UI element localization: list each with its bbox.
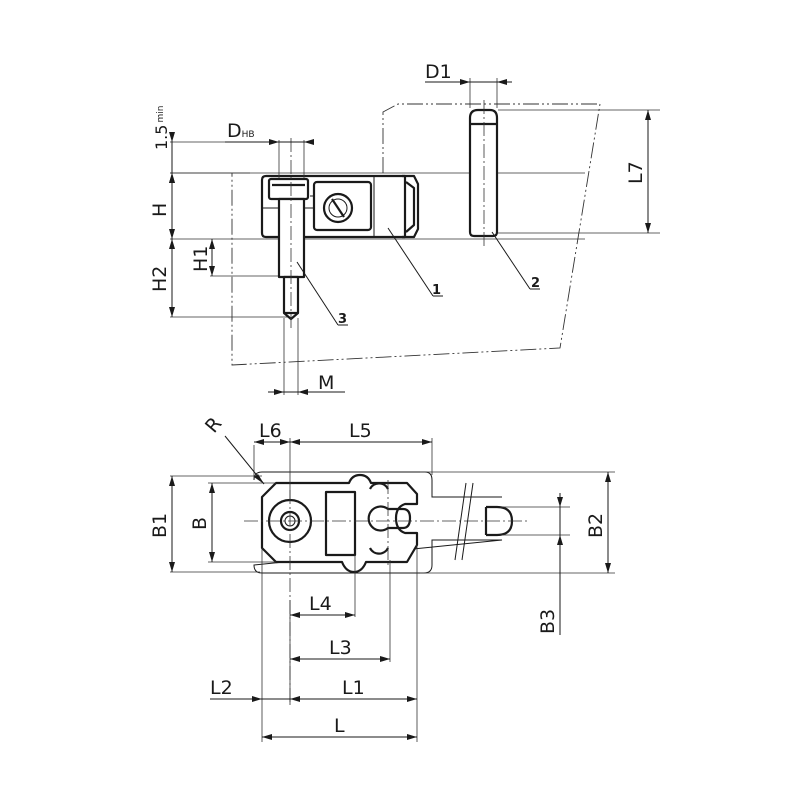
workpiece-outline <box>231 103 601 366</box>
dim-label-D: DHB <box>227 120 255 142</box>
dim-label-D-main: D <box>227 120 242 142</box>
dim-label-B3: B3 <box>537 609 559 634</box>
dim-label-B1: B1 <box>149 513 171 538</box>
dim-label-L7: L7 <box>625 161 647 184</box>
dim-label-L1: L1 <box>342 677 365 699</box>
dim-label-L3: L3 <box>329 637 352 659</box>
clamp-body-plan <box>260 473 419 574</box>
dim-label-M: M <box>318 372 334 394</box>
plan-view <box>169 435 615 742</box>
dim-label-1-5: 1.5 <box>152 125 171 150</box>
callout-1: 1 <box>432 283 441 298</box>
side-view <box>169 78 660 395</box>
dim-label-B: B <box>189 517 211 530</box>
dim-label-L4: L4 <box>309 593 332 615</box>
dim-label-L5: L5 <box>349 420 372 442</box>
dim-label-B2: B2 <box>585 513 607 538</box>
dim-label-H: H <box>149 203 171 217</box>
dim-label-L: L <box>334 715 345 737</box>
dim-label-L2: L2 <box>210 677 233 699</box>
callout-2: 2 <box>531 276 540 291</box>
dim-label-H1: H1 <box>190 246 212 272</box>
pin-side <box>267 138 310 330</box>
callout-3: 3 <box>338 312 347 327</box>
dim-label-H2: H2 <box>149 266 171 292</box>
dim-label-min-group: 1.5 min <box>152 106 171 150</box>
dim-label-R: R <box>201 413 226 437</box>
dim-label-L6: L6 <box>259 420 282 442</box>
dim-label-D-sub: HB <box>242 130 255 140</box>
dim-label-D1: D1 <box>425 61 452 83</box>
svg-text:1.5min: 1.5 min <box>152 106 171 150</box>
dim-label-min: min <box>156 106 166 123</box>
key-pin-side <box>468 100 499 246</box>
